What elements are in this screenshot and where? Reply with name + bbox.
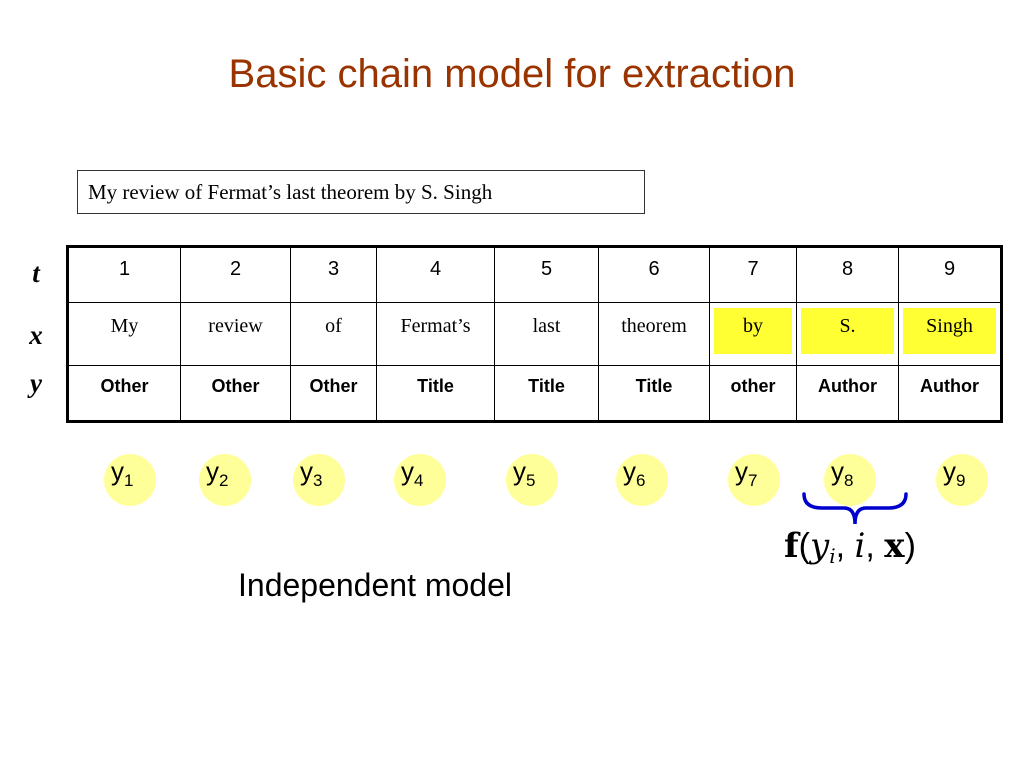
token-text: S.: [801, 308, 894, 355]
position-cell: 7: [709, 245, 797, 304]
formula-close-paren: ): [904, 527, 916, 565]
label-cell: Other: [290, 364, 377, 423]
position-cell: 1: [67, 245, 181, 304]
label-row: Other Other Other Title Title Title othe…: [67, 364, 1002, 423]
brace-icon: [802, 492, 908, 525]
token-cell-highlighted: Singh: [898, 302, 1002, 366]
formula-f: f: [784, 526, 799, 566]
label-cell: Author: [898, 364, 1002, 423]
token-cell: theorem: [598, 302, 710, 366]
label-cell: Author: [796, 364, 899, 423]
sequence-table: 1 2 3 4 5 6 7 8 9 My review of Fermat’s …: [66, 245, 1003, 423]
formula-i: i: [854, 526, 866, 566]
position-cell: 3: [290, 245, 377, 304]
token-text: by: [714, 308, 792, 355]
label-node-y2: y2: [199, 454, 251, 506]
label-cell: Title: [494, 364, 599, 423]
formula-sep: ,: [835, 527, 855, 565]
slide-title: Basic chain model for extraction: [228, 52, 796, 96]
position-cell: 5: [494, 245, 599, 304]
label-cell: other: [709, 364, 797, 423]
formula-sep: ,: [865, 527, 885, 565]
label-cell: Other: [67, 364, 181, 423]
position-cell: 8: [796, 245, 899, 304]
feature-function-formula: f(yi, i, x): [784, 526, 916, 568]
formula-x: x: [884, 526, 905, 566]
label-node-y3: y3: [293, 454, 345, 506]
formula-yi: yi: [809, 526, 836, 568]
row-label-t: t: [32, 258, 40, 288]
label-cell: Other: [180, 364, 291, 423]
token-cell: My: [67, 302, 181, 366]
row-label-y: y: [30, 368, 42, 398]
label-cell: Title: [376, 364, 495, 423]
example-sentence-box: My review of Fermat’s last theorem by S.…: [77, 170, 645, 214]
token-cell: review: [180, 302, 291, 366]
label-node-y9: y9: [936, 454, 988, 506]
formula-open-paren: (: [798, 527, 810, 565]
token-row: My review of Fermat’s last theorem by S.…: [67, 302, 1002, 366]
label-node-y1: y1: [104, 454, 156, 506]
label-node-y4: y4: [394, 454, 446, 506]
position-cell: 6: [598, 245, 710, 304]
token-text: Singh: [903, 308, 996, 355]
token-cell-highlighted: by: [709, 302, 797, 366]
position-row: 1 2 3 4 5 6 7 8 9: [67, 245, 1002, 304]
label-node-y7: y7: [728, 454, 780, 506]
label-node-y5: y5: [506, 454, 558, 506]
token-cell: last: [494, 302, 599, 366]
position-cell: 4: [376, 245, 495, 304]
brace-path: [802, 492, 908, 525]
token-cell: Fermat’s: [376, 302, 495, 366]
label-node-y8: y8: [824, 454, 876, 506]
label-node-y6: y6: [616, 454, 668, 506]
token-cell-highlighted: S.: [796, 302, 899, 366]
label-cell: Title: [598, 364, 710, 423]
model-caption: Independent model: [238, 567, 512, 603]
row-label-x: x: [29, 320, 43, 350]
position-cell: 9: [898, 245, 1002, 304]
token-cell: of: [290, 302, 377, 366]
position-cell: 2: [180, 245, 291, 304]
